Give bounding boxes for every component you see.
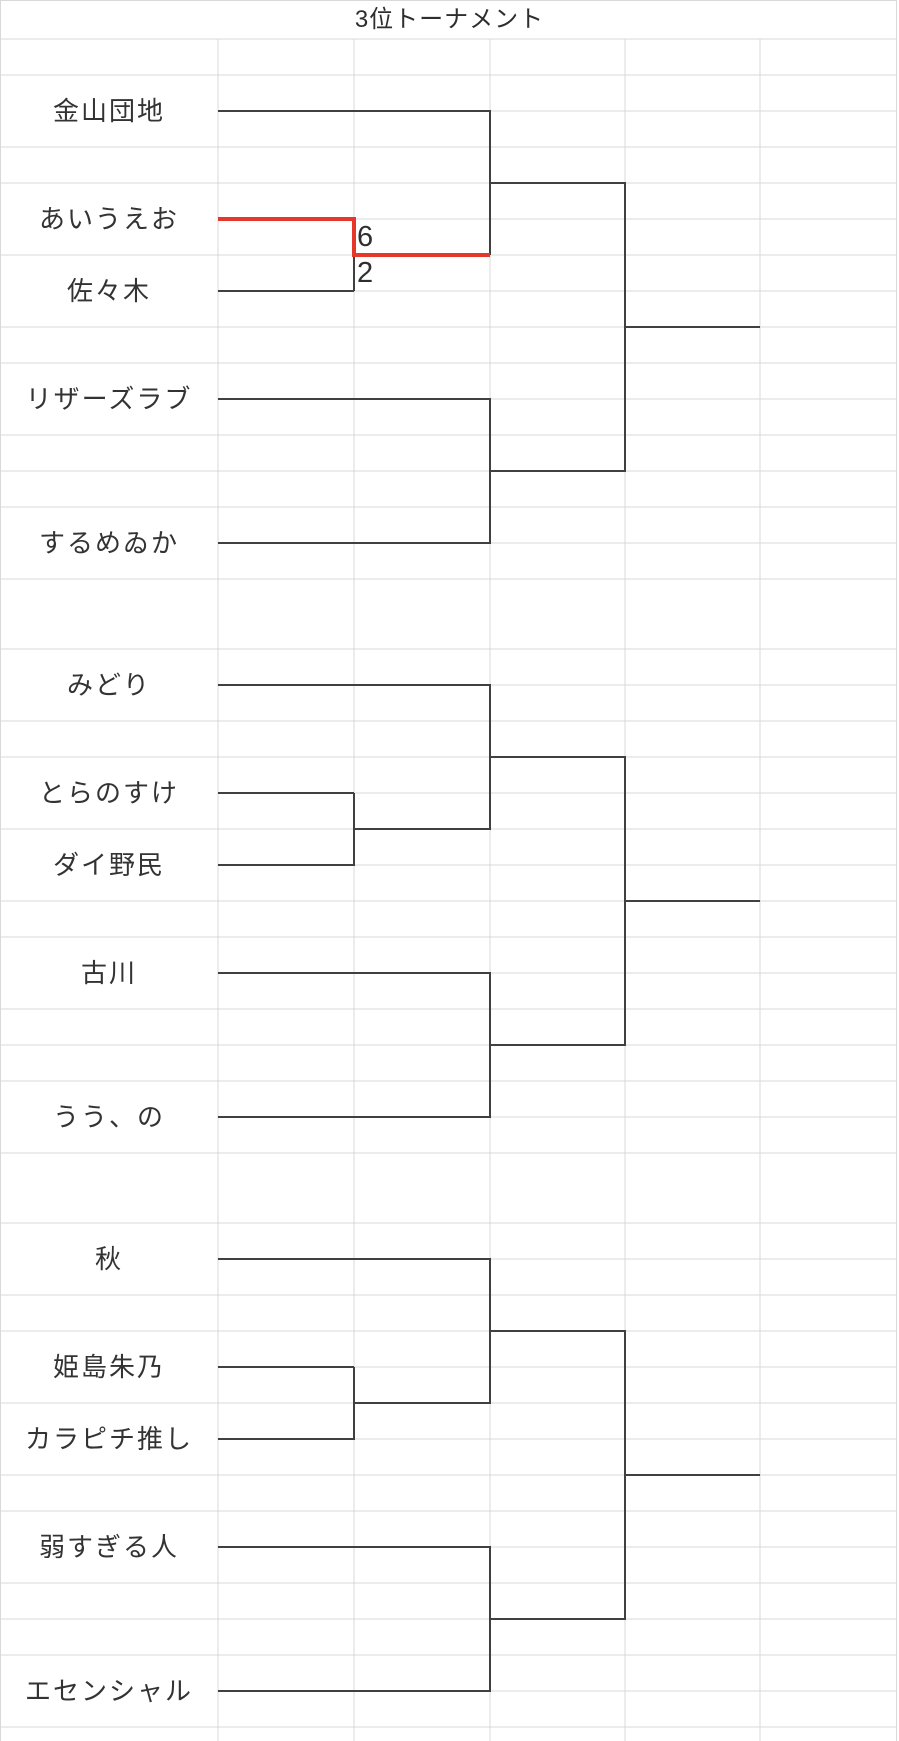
team-label: 秋	[94, 1244, 123, 1274]
winner-score: 6	[357, 221, 374, 253]
team-label: リザーズラブ	[25, 384, 193, 414]
team-label: 金山団地	[52, 96, 165, 126]
team-label: ダイ野民	[52, 850, 165, 880]
team-label: するめゐか	[38, 528, 179, 558]
team-label: 古川	[80, 958, 137, 988]
team-label: 弱すぎる人	[38, 1532, 179, 1562]
team-label: とらのすけ	[38, 778, 179, 808]
bracket-lines	[218, 110, 760, 1692]
winner-path-highlight	[218, 217, 490, 257]
team-label: うう、の	[52, 1102, 165, 1132]
team-label: カラピチ推し	[24, 1424, 193, 1454]
team-label: みどり	[66, 670, 151, 700]
team-label: エセンシャル	[24, 1676, 193, 1706]
tournament-title: 3位トーナメント	[354, 6, 545, 33]
team-label: 姫島朱乃	[52, 1352, 165, 1382]
team-label: あいうえお	[38, 204, 179, 234]
loser-score: 2	[357, 257, 374, 289]
team-label: 佐々木	[66, 276, 151, 306]
